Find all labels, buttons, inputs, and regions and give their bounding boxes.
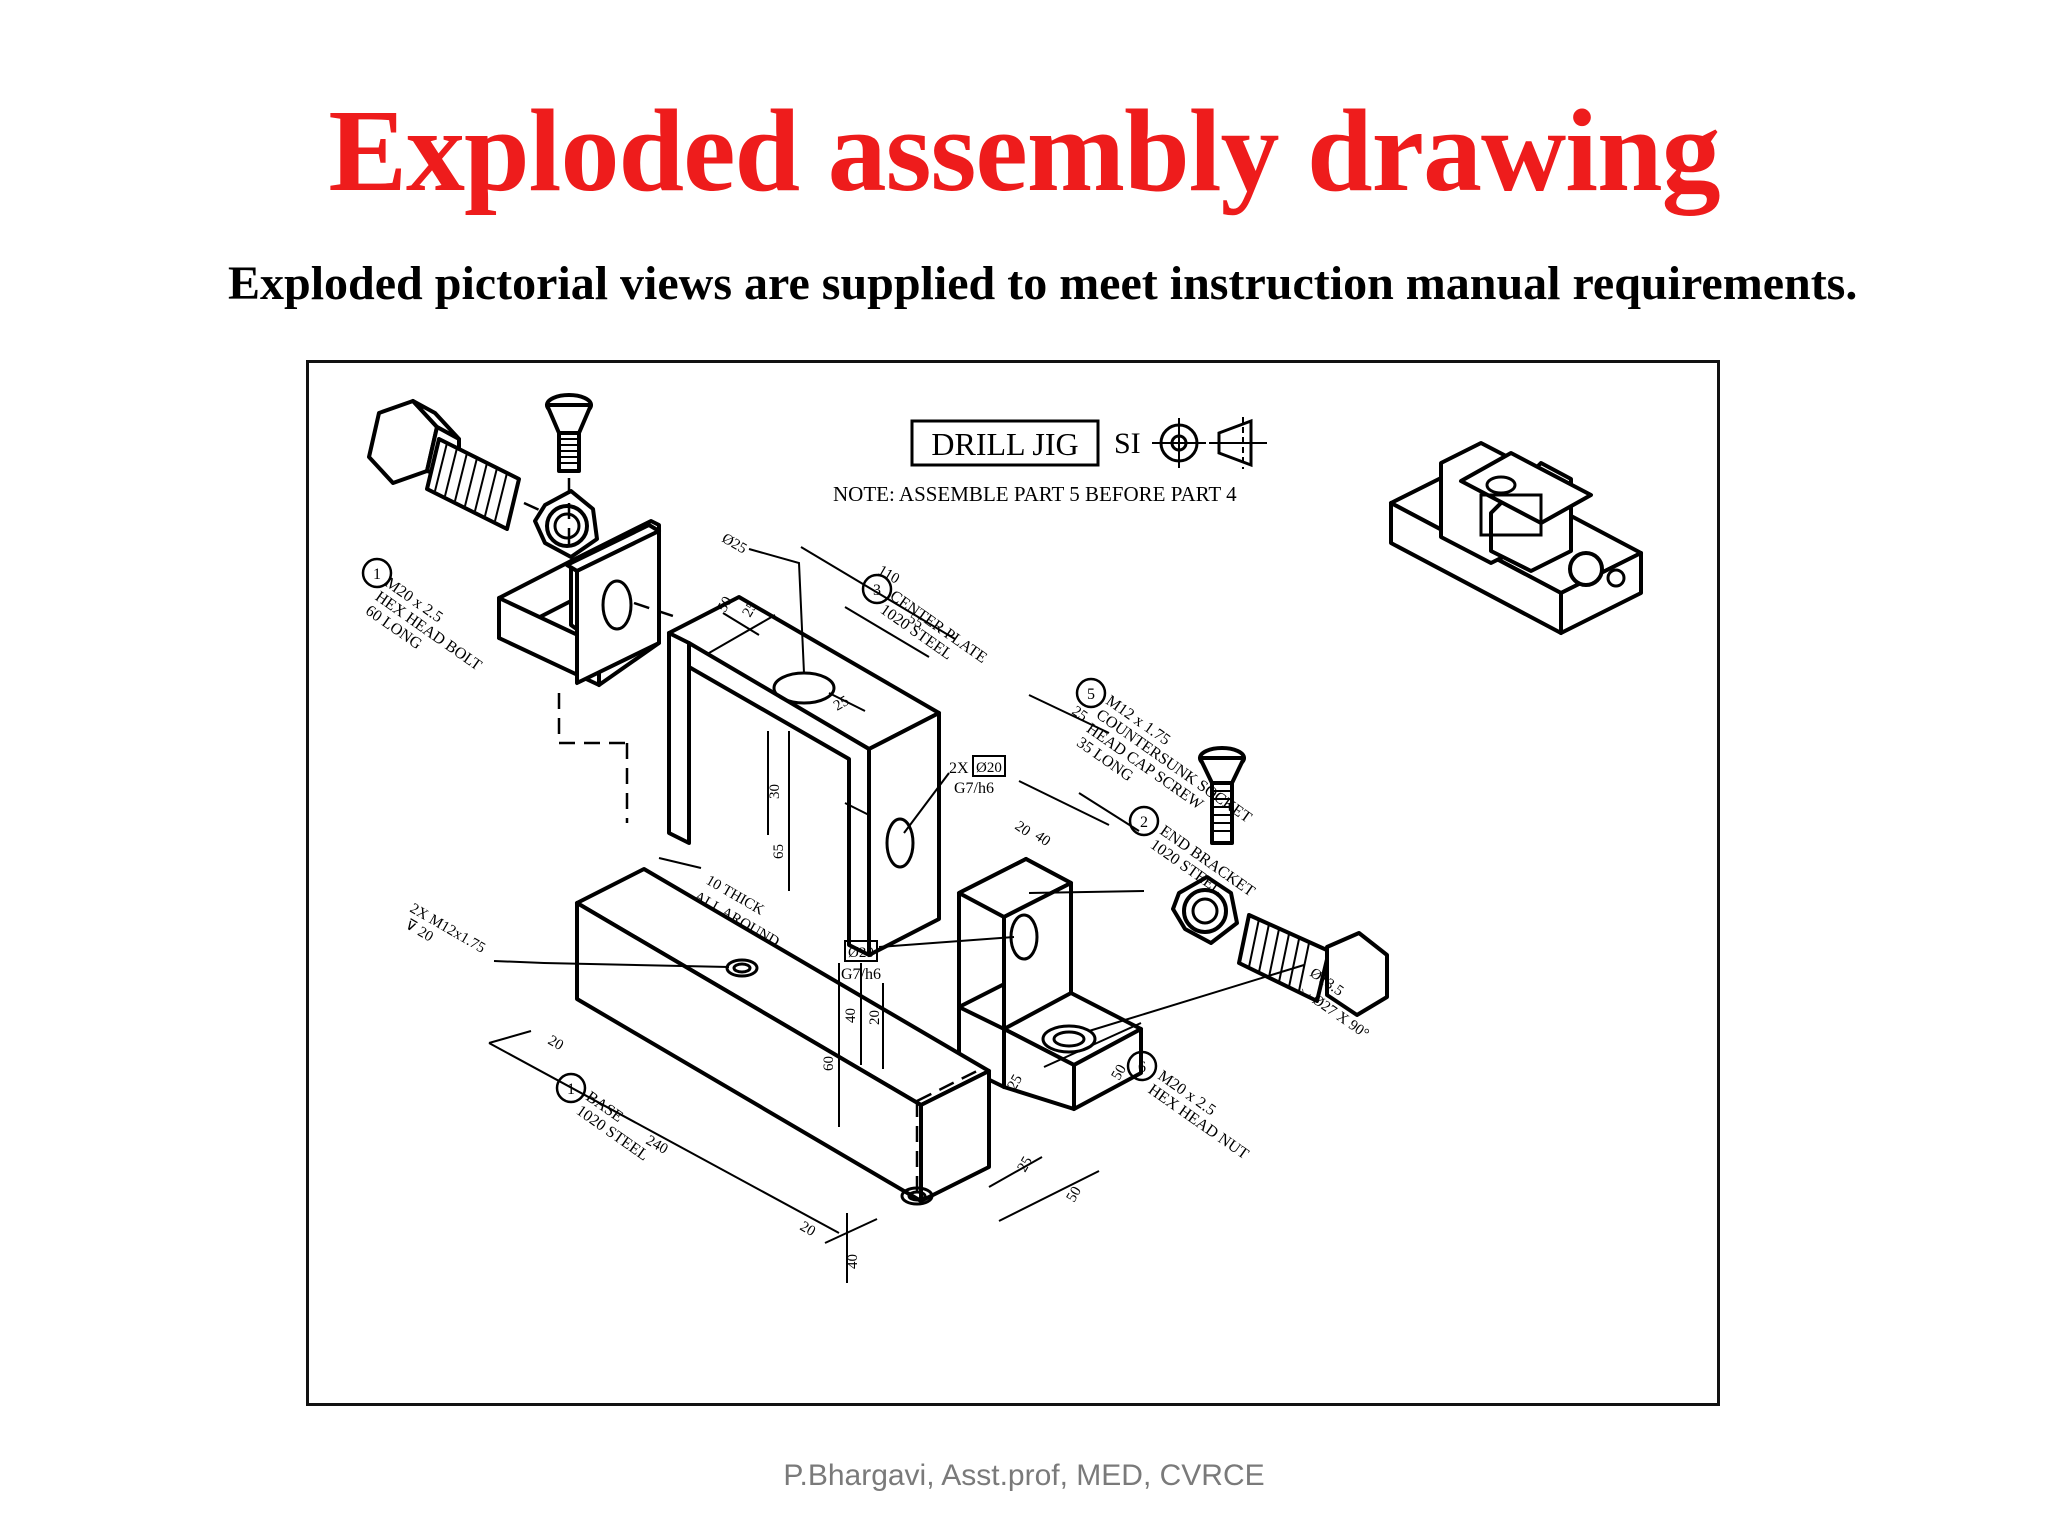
hex-head-bolt-part-4 — [367, 399, 560, 531]
svg-text:20: 20 — [1012, 818, 1033, 840]
svg-text:Ø20: Ø20 — [976, 760, 1002, 776]
svg-text:2X: 2X — [949, 760, 969, 777]
part-label-6: 6 M20 x 2.5 HEX HEAD NUT — [1126, 1050, 1252, 1163]
hex-nut-lower — [1171, 875, 1239, 945]
svg-text:20: 20 — [797, 1219, 818, 1240]
svg-text:25: 25 — [1015, 1154, 1036, 1175]
hex-head-bolt-lower — [1237, 913, 1389, 1017]
dimension-lines — [488, 546, 1145, 1283]
svg-text:50: 50 — [1064, 1184, 1085, 1205]
svg-text:40: 40 — [845, 1254, 861, 1269]
assembly-note: NOTE: ASSEMBLE PART 5 BEFORE PART 4 — [833, 482, 1237, 506]
svg-text:25: 25 — [740, 599, 761, 620]
bolt-thread — [434, 442, 508, 522]
end-bracket-right — [957, 857, 1143, 1111]
end-bracket-left — [497, 519, 680, 823]
svg-text:5: 5 — [1087, 686, 1095, 703]
svg-text:40: 40 — [1032, 828, 1053, 850]
svg-text:Ø25: Ø25 — [719, 531, 749, 558]
cap-screw-upper — [545, 393, 593, 548]
svg-text:1: 1 — [373, 566, 381, 583]
svg-text:65: 65 — [771, 844, 787, 859]
svg-text:G7/h6: G7/h6 — [954, 780, 994, 797]
svg-text:50: 50 — [1109, 1062, 1130, 1083]
slide-footer: P.Bhargavi, Asst.prof, MED, CVRCE — [783, 1459, 1265, 1492]
base-part-1 — [575, 867, 991, 1206]
slide-subtitle: Exploded pictorial views are supplied to… — [228, 257, 1858, 310]
units-label: SI — [1114, 427, 1141, 460]
assembled-view — [1389, 441, 1643, 635]
svg-text:40: 40 — [843, 1008, 859, 1023]
svg-text:6: 6 — [1138, 1059, 1146, 1076]
title-block-label: DRILL JIG — [931, 426, 1078, 462]
drawing-frame: DRILL JIG SI NOTE: ASSEMBLE PART 5 BEFOR… — [306, 360, 1720, 1406]
exploded-assembly-drawing: DRILL JIG SI NOTE: ASSEMBLE PART 5 BEFOR… — [361, 393, 1643, 1283]
slide-title: Exploded assembly drawing — [328, 85, 1720, 216]
svg-text:2: 2 — [1140, 814, 1148, 831]
svg-text:55: 55 — [905, 611, 926, 632]
part-label-4: 1 M20 x 2.5 HEX HEAD BOLT 60 LONG — [361, 557, 485, 674]
svg-text:30: 30 — [767, 784, 783, 799]
svg-text:25: 25 — [1005, 1072, 1026, 1093]
svg-text:60: 60 — [821, 1056, 837, 1071]
callout-fit-upper: 2X Ø20 G7/h6 — [903, 755, 1006, 834]
svg-text:1: 1 — [567, 1081, 575, 1098]
svg-text:50: 50 — [715, 594, 736, 615]
svg-text:25: 25 — [831, 693, 852, 714]
svg-text:20: 20 — [867, 1010, 883, 1025]
svg-text:Ø20: Ø20 — [848, 945, 874, 961]
svg-text:3: 3 — [873, 582, 881, 599]
title-block: DRILL JIG SI NOTE: ASSEMBLE PART 5 BEFOR… — [833, 417, 1267, 506]
part-label-3: 3 CENTER PLATE 1020 STEEL — [861, 573, 990, 667]
projection-symbol — [1152, 417, 1267, 469]
svg-text:20: 20 — [545, 1033, 566, 1054]
hex-nut-upper — [533, 489, 599, 559]
cap-screw-right — [1198, 746, 1246, 845]
